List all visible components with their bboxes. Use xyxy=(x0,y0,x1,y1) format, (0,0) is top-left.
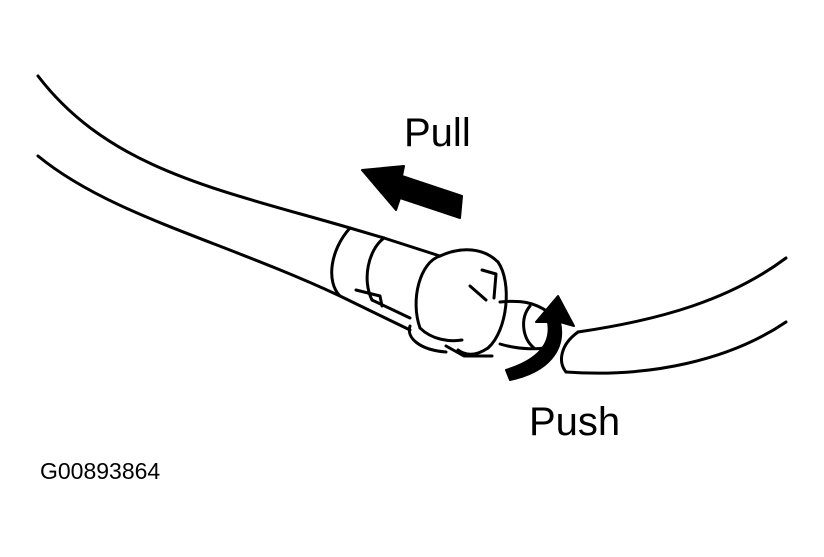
pull-label: Pull xyxy=(404,111,471,155)
right-tube-end xyxy=(560,330,580,374)
right-tube-bottom-edge xyxy=(564,320,788,375)
left-hose-bottom-edge xyxy=(36,154,342,298)
quick-connector-body xyxy=(338,226,558,358)
figure-id-label: G00893864 xyxy=(40,458,161,484)
left-hose-top-edge xyxy=(36,74,352,230)
left-hose-end xyxy=(330,226,352,298)
pull-arrow xyxy=(361,165,463,219)
push-label: Push xyxy=(529,400,621,444)
push-arrow xyxy=(505,295,575,381)
right-tube-top-edge xyxy=(576,256,788,334)
